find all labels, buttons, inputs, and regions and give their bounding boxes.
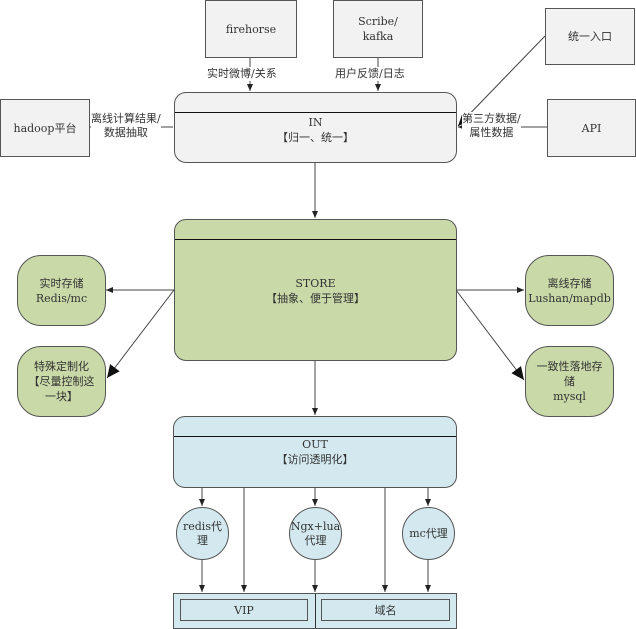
node-line: mc代理 <box>409 526 448 540</box>
node-line: Lushan/mapdb <box>528 291 611 305</box>
edge-store-custom <box>106 289 175 379</box>
hadoop-box: hadoop平台 <box>0 99 90 157</box>
firehorse-box: firehorse <box>205 0 297 58</box>
out-layer-header <box>174 417 456 437</box>
node-line: redis代 <box>183 519 222 533</box>
kafka-label: kafka <box>362 30 394 43</box>
node-line: 特殊定制化 <box>34 360 89 373</box>
redis-proxy-node: redis代 理 <box>176 507 229 560</box>
edge-label-scribe: 用户反馈/日志 <box>335 67 405 81</box>
edge-label-text: 实时微博/关系 <box>207 67 277 80</box>
api-label: API <box>581 121 602 135</box>
domain-endpoint: 域名 <box>321 599 450 621</box>
vip-label: VIP <box>234 603 254 617</box>
realtime-storage-node: 实时存储 Redis/mc <box>17 255 106 326</box>
edge-label-line: 属性数据 <box>469 126 514 139</box>
scribe-kafka-box: Scribe/ kafka <box>333 0 423 58</box>
in-layer: IN 【归一、统一】 <box>174 92 457 163</box>
node-line: 实时存储 <box>39 276 84 290</box>
ngx-lua-proxy-node: Ngx+lua 代理 <box>289 507 342 560</box>
offline-storage-node: 离线存储 Lushan/mapdb <box>525 255 614 326</box>
node-line: 【尽量控制这 <box>28 375 95 388</box>
scribe-label: Scribe/ <box>358 15 398 28</box>
node-line: 储 <box>564 375 575 388</box>
domain-label: 域名 <box>374 604 397 617</box>
vip-endpoint: VIP <box>180 599 308 621</box>
store-layer-subtitle: 【抽象、便于管理】 <box>266 292 365 305</box>
store-layer: STORE 【抽象、便于管理】 <box>174 219 457 361</box>
edge-store-consistent <box>455 289 525 381</box>
custom-storage-node: 特殊定制化 【尽量控制这 一块】 <box>17 346 106 417</box>
edge-label-api: 第三方数据/ 属性数据 <box>462 112 521 140</box>
node-line: Ngx+lua <box>290 519 341 533</box>
node-line: mysql <box>553 390 586 403</box>
in-layer-header <box>175 93 456 113</box>
unified-entry-label: 统一入口 <box>568 30 612 43</box>
mc-proxy-node: mc代理 <box>402 507 455 560</box>
unified-entry-box: 统一入口 <box>545 8 635 65</box>
api-box: API <box>547 99 636 157</box>
edge-label-line: 数据抽取 <box>103 126 148 139</box>
store-layer-header <box>175 220 456 240</box>
node-line: Redis/mc <box>35 291 88 305</box>
endpoint-container: VIP 域名 <box>173 593 457 629</box>
node-line: 理 <box>197 533 208 547</box>
edge-label-text: 用户反馈/日志 <box>335 67 405 80</box>
edge-label-firehorse: 实时微博/关系 <box>207 67 277 81</box>
consistent-storage-node: 一致性落地存 储 mysql <box>525 346 614 417</box>
node-line: 离线存储 <box>547 276 592 290</box>
store-layer-title: STORE <box>295 277 336 290</box>
out-layer-subtitle: 【访问透明化】 <box>276 453 354 466</box>
endpoint-divider <box>315 594 316 628</box>
out-layer-title: OUT <box>302 438 328 451</box>
node-line: 一块】 <box>45 390 78 403</box>
node-line: 一致性落地存 <box>536 360 603 373</box>
edge-label-line: 离线计算结果/ <box>91 112 161 125</box>
edge-unified-in <box>457 35 546 127</box>
in-layer-title: IN <box>308 116 323 129</box>
hadoop-label: hadoop平台 <box>13 121 77 135</box>
firehorse-label: firehorse <box>225 22 277 36</box>
edge-label-hadoop: 离线计算结果/ 数据抽取 <box>91 112 161 140</box>
node-line: 代理 <box>304 533 327 547</box>
out-layer: OUT 【访问透明化】 <box>173 416 457 488</box>
in-layer-subtitle: 【归一、统一】 <box>277 131 354 144</box>
edge-label-line: 第三方数据/ <box>462 112 521 125</box>
